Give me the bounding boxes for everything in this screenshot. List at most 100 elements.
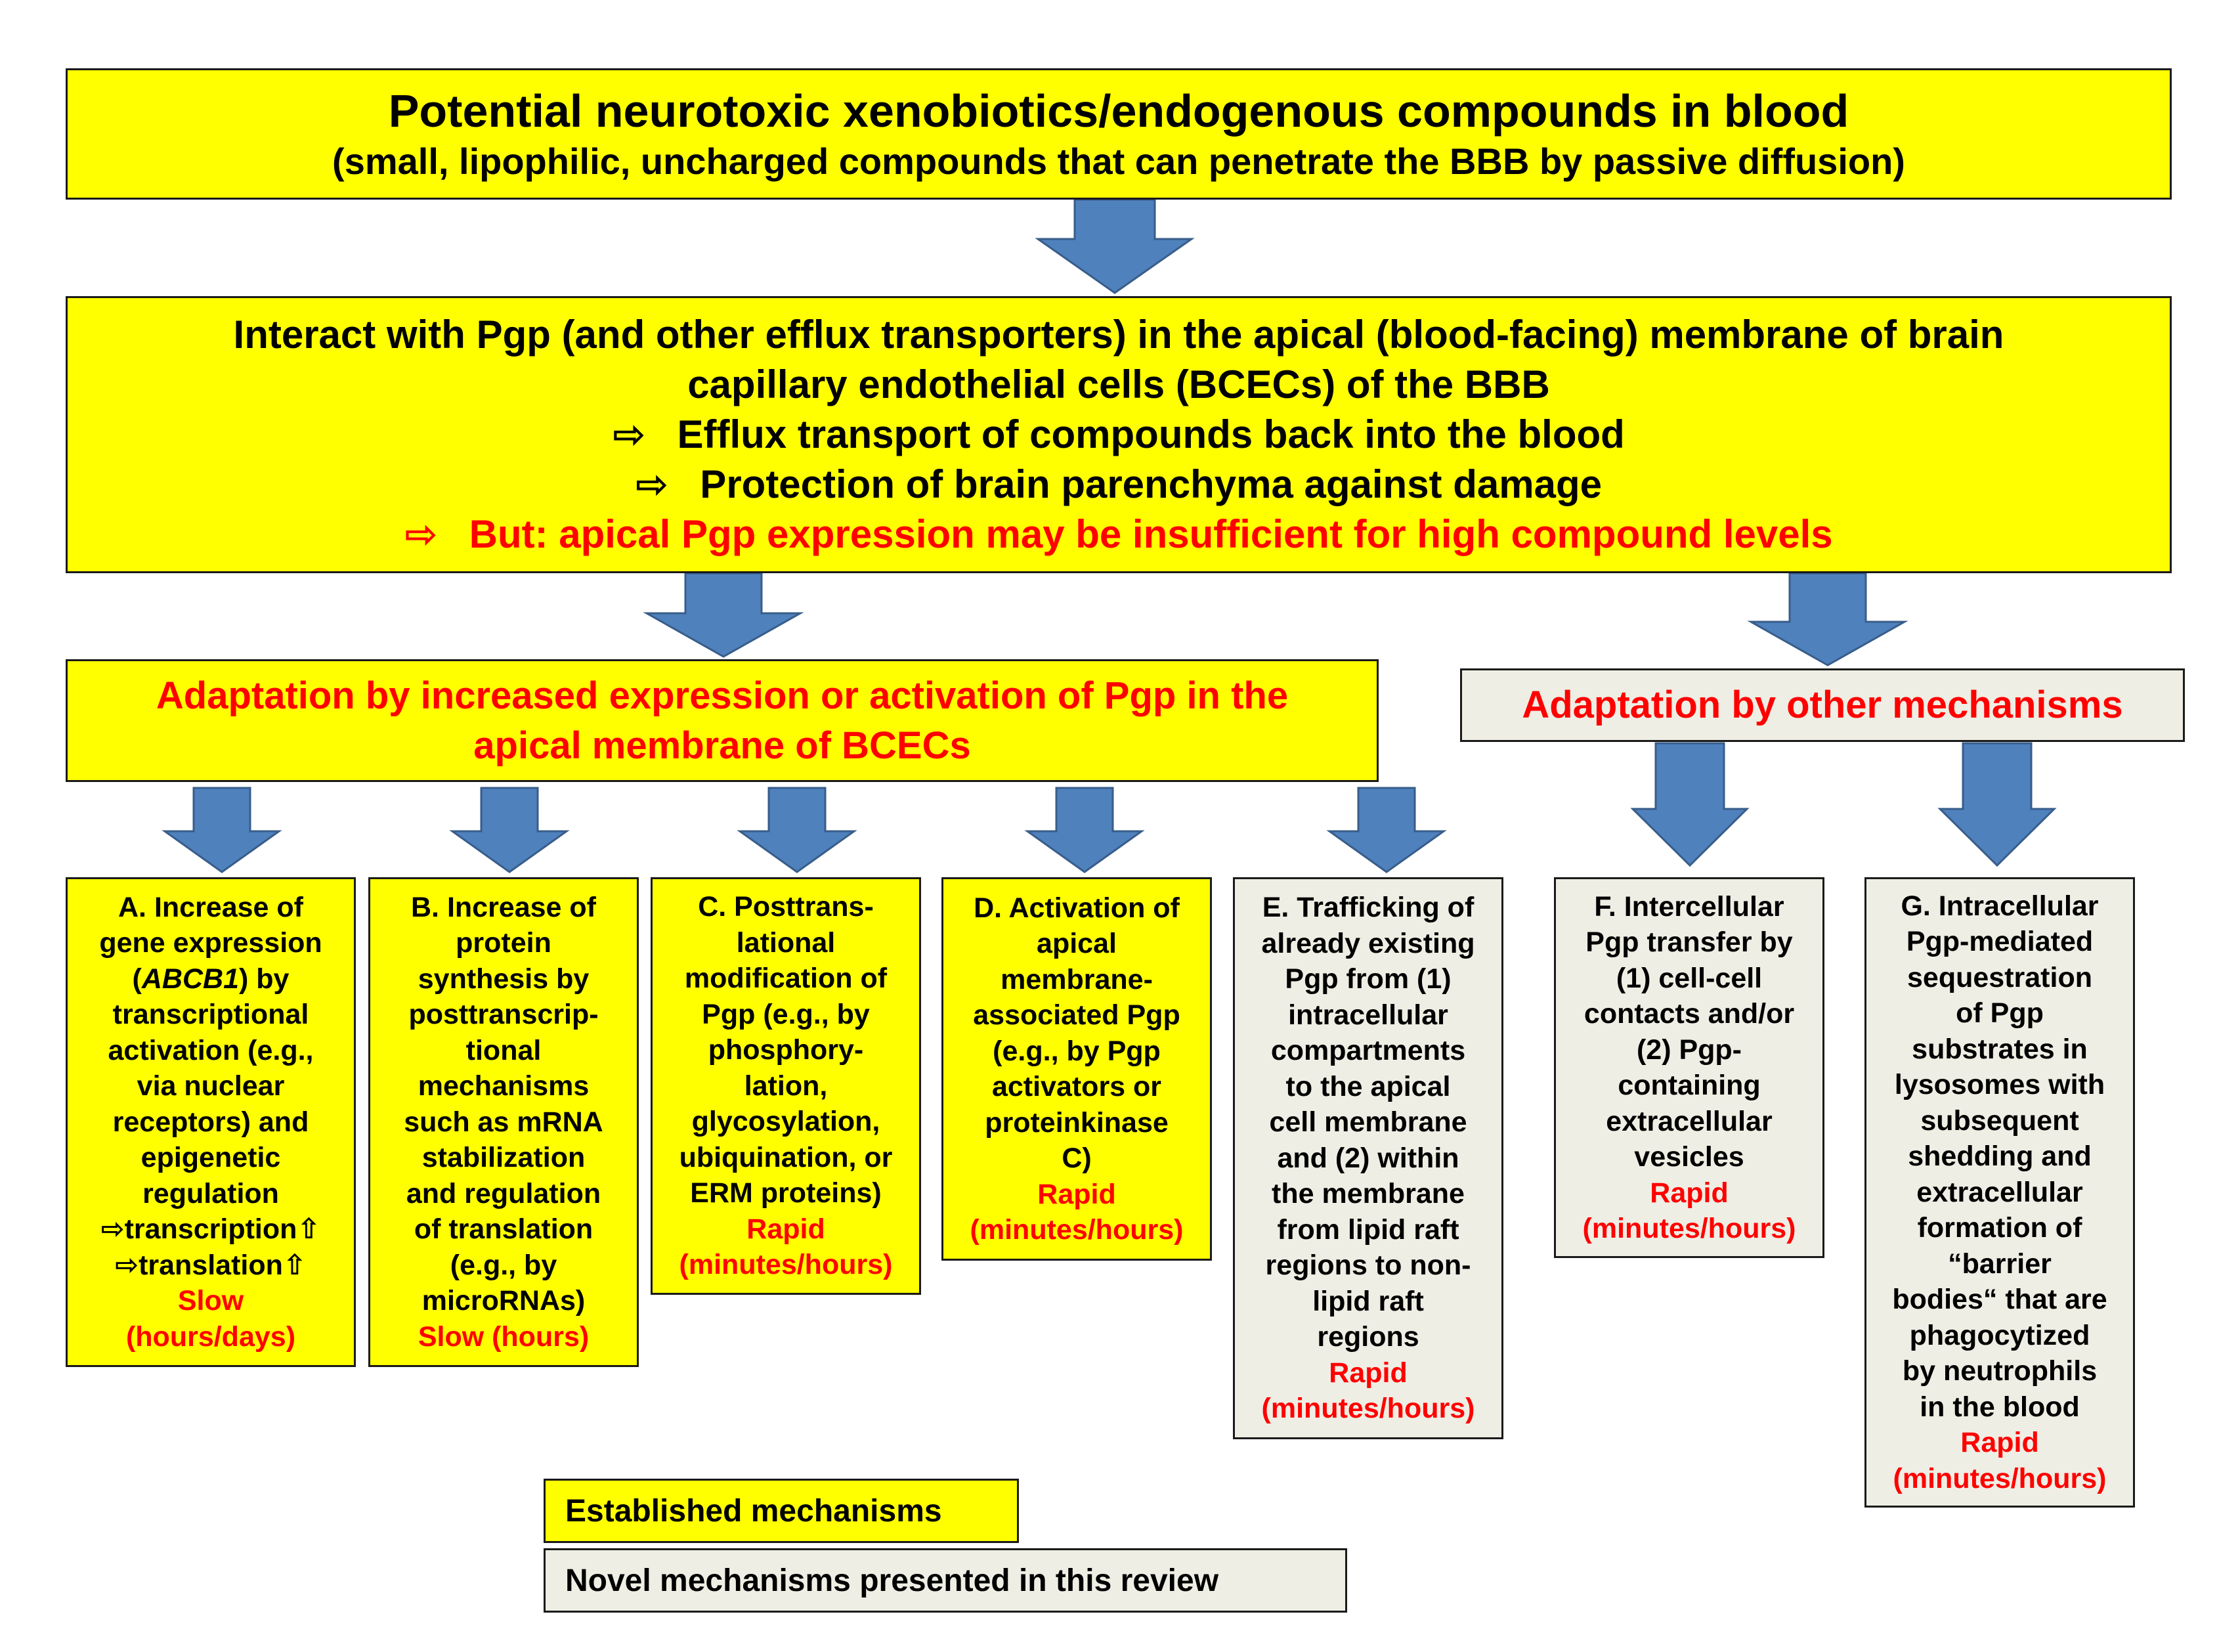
mechanism-f-line: extracellular bbox=[1606, 1105, 1773, 1137]
mechanism-e-line: and (2) within bbox=[1277, 1142, 1459, 1174]
mechanism-d-line: (e.g., by Pgp bbox=[993, 1035, 1161, 1067]
gene-close: ) by bbox=[239, 963, 290, 995]
arrow-to-mechanism-d bbox=[1024, 787, 1145, 873]
arrow-to-mechanism-g bbox=[1937, 742, 2057, 867]
mechanism-c-line: modification of bbox=[684, 963, 888, 995]
mechanism-b-box: B. Increase of protein synthesis by posttra… bbox=[368, 877, 639, 1367]
mechanism-g-line: by neutrophils bbox=[1902, 1355, 2098, 1387]
gene-name: ABCB1 bbox=[141, 963, 239, 995]
legend-established: Established mechanisms bbox=[544, 1479, 1019, 1543]
mechanism-d-line: proteinkinase bbox=[985, 1106, 1169, 1139]
mechanism-e-line: to the apical bbox=[1285, 1070, 1451, 1102]
mechanism-a-line: activation (e.g., bbox=[108, 1034, 314, 1066]
mechanism-g-line: Pgp-mediated bbox=[1906, 926, 2094, 958]
mechanism-b-line: and regulation bbox=[406, 1177, 601, 1209]
mechanism-g-line: formation of bbox=[1917, 1212, 2082, 1244]
mechanism-f-speed: Rapid bbox=[1650, 1177, 1729, 1209]
interaction-bullet-protection: ⇨ Protection of brain parenchyma against … bbox=[635, 460, 1602, 510]
mechanism-f-line: contacts and/or bbox=[1583, 998, 1795, 1030]
source-compounds-subtitle: (small, lipophilic, uncharged compounds … bbox=[332, 141, 1905, 182]
arrow-to-mechanism-e bbox=[1326, 787, 1447, 873]
mechanism-a-time: (hours/days) bbox=[125, 1320, 296, 1353]
mechanism-f-line: (2) Pgp- bbox=[1636, 1033, 1742, 1066]
mechanism-c-line: ERM proteins) bbox=[690, 1177, 882, 1209]
interaction-line-2: capillary endothelial cells (BCECs) of t… bbox=[687, 362, 1550, 406]
mechanism-d-speed: Rapid bbox=[1037, 1178, 1116, 1210]
mechanism-b-line: of translation bbox=[414, 1213, 593, 1246]
legend-novel: Novel mechanisms presented in this revie… bbox=[544, 1548, 1347, 1613]
mechanism-b-line: (e.g., by bbox=[450, 1249, 557, 1281]
interaction-bullet-efflux: ⇨ Efflux transport of compounds back into… bbox=[613, 410, 1625, 460]
protection-bullet-text: Protection of brain parenchyma against d… bbox=[700, 462, 1602, 506]
mechanism-g-line: sequestration bbox=[1907, 961, 2092, 993]
mechanism-c-line: glycosylation, bbox=[691, 1106, 880, 1138]
arrow-to-pgp-adaptation bbox=[643, 572, 804, 658]
adaptation-other-box: Adaptation by other mechanisms bbox=[1460, 668, 2185, 742]
mechanism-g-speed: Rapid bbox=[1960, 1427, 2039, 1459]
mechanism-e-line: the membrane bbox=[1272, 1178, 1465, 1210]
mechanism-g-line: subsequent bbox=[1920, 1104, 2079, 1137]
pgp-interaction-box: Interact with Pgp (and other efflux tran… bbox=[66, 296, 2172, 573]
mechanism-g-line: phagocytized bbox=[1909, 1319, 2090, 1351]
mechanism-d-line: membrane- bbox=[1001, 963, 1153, 995]
source-compounds-title: Potential neurotoxic xenobiotics/endogen… bbox=[388, 85, 1849, 137]
mechanism-c-line: C. Posttrans- bbox=[698, 891, 874, 923]
mechanism-a-line: epigenetic bbox=[140, 1142, 281, 1174]
mechanism-c-line: phosphory- bbox=[708, 1034, 864, 1066]
adaptation-pgp-box: Adaptation by increased expression or ac… bbox=[66, 659, 1379, 782]
mechanism-f-line: vesicles bbox=[1634, 1141, 1744, 1173]
mechanism-c-line: lational bbox=[736, 926, 836, 959]
mechanism-f-line: containing bbox=[1618, 1070, 1761, 1101]
mechanism-e-speed: Rapid bbox=[1329, 1357, 1408, 1389]
mechanism-a-speed: Slow bbox=[177, 1285, 244, 1317]
mechanism-f-line: (1) cell-cell bbox=[1616, 962, 1763, 994]
source-compounds-box: Potential neurotoxic xenobiotics/endogen… bbox=[66, 68, 2172, 200]
mechanism-g-line: in the blood bbox=[1920, 1391, 2080, 1423]
mechanism-e-time: (minutes/hours) bbox=[1261, 1393, 1475, 1425]
mechanism-f-time: (minutes/hours) bbox=[1582, 1213, 1796, 1244]
arrow-right-icon: ⇨ bbox=[635, 462, 669, 506]
interaction-bullet-insufficient: ⇨But: apical Pgp expression may be insuf… bbox=[404, 510, 1832, 559]
mechanism-a-line: A. Increase of bbox=[118, 891, 303, 923]
interaction-line-1: Interact with Pgp (and other efflux tran… bbox=[233, 313, 2004, 357]
mechanism-a-box: A. Increase of gene expression (ABCB1) b… bbox=[66, 877, 356, 1367]
mechanism-b-line: mechanisms bbox=[418, 1070, 590, 1102]
mechanism-a-line: ⇨transcription⇧ bbox=[100, 1213, 321, 1246]
mechanism-d-time: (minutes/hours) bbox=[970, 1214, 1184, 1246]
mechanism-c-line: lation, bbox=[744, 1070, 828, 1102]
adaptation-pgp-line-2: apical membrane of BCECs bbox=[473, 724, 971, 767]
arrow-right-icon: ⇨ bbox=[613, 412, 646, 456]
mechanism-g-line: substrates in bbox=[1912, 1033, 2088, 1065]
mechanism-d-line: D. Activation of bbox=[974, 892, 1180, 924]
mechanism-g-line: of Pgp bbox=[1956, 997, 2044, 1030]
mechanism-e-line: already existing bbox=[1261, 927, 1475, 959]
mechanism-g-time: (minutes/hours) bbox=[1893, 1462, 2107, 1494]
mechanism-c-line: Pgp (e.g., by bbox=[702, 998, 870, 1030]
mechanism-b-line: such as mRNA bbox=[404, 1106, 603, 1138]
mechanism-b-line: protein bbox=[456, 927, 551, 959]
efflux-bullet-text: Efflux transport of compounds back into … bbox=[677, 412, 1625, 456]
mechanism-e-line: intracellular bbox=[1288, 999, 1448, 1031]
mechanism-b-line: posttranscrip- bbox=[408, 999, 599, 1031]
mechanism-b-line: tional bbox=[465, 1034, 542, 1066]
mechanism-e-line: regions bbox=[1317, 1321, 1419, 1353]
mechanism-g-line: extracellular bbox=[1916, 1176, 2083, 1208]
gene-open: ( bbox=[132, 963, 142, 995]
mechanism-d-line: C) bbox=[1062, 1142, 1092, 1174]
mechanism-g-line: shedding and bbox=[1908, 1141, 2092, 1173]
mechanism-e-line: Pgp from (1) bbox=[1285, 963, 1452, 995]
mechanism-b-line: microRNAs) bbox=[421, 1285, 586, 1317]
mechanism-b-line: synthesis by bbox=[418, 963, 590, 995]
mechanism-a-line: gene expression bbox=[99, 927, 322, 959]
mechanism-b-line: B. Increase of bbox=[411, 891, 596, 923]
arrow-to-mechanism-f bbox=[1630, 742, 1750, 867]
mechanism-d-line: apical bbox=[1037, 928, 1117, 959]
mechanism-a-line: via nuclear bbox=[137, 1070, 285, 1102]
mechanism-d-box: D. Activation of apical membrane-associate… bbox=[941, 877, 1212, 1261]
mechanism-e-line: lipid raft bbox=[1312, 1285, 1424, 1317]
mechanism-d-line: associated Pgp bbox=[973, 999, 1180, 1031]
